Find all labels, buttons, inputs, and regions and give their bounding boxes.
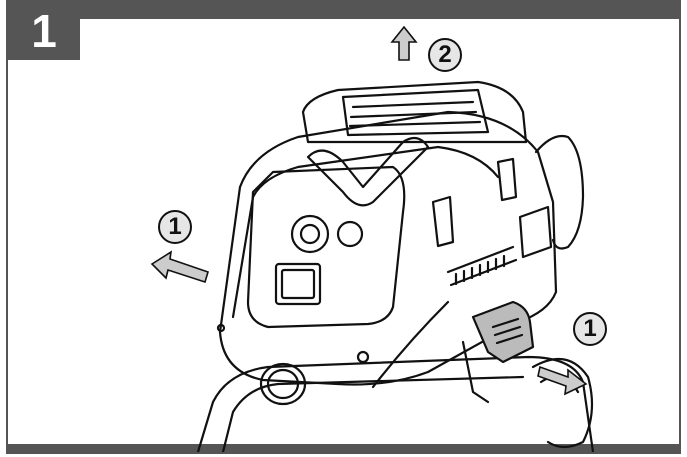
small-knob (338, 222, 362, 246)
side-handle (536, 136, 583, 248)
carry-handle (308, 138, 428, 205)
vacuum-illustration (8, 2, 679, 452)
rotary-knob (292, 216, 328, 252)
arrow-up-icon (392, 27, 416, 60)
tank-body (198, 357, 593, 452)
callout-1-left: 1 (158, 210, 192, 244)
side-grille (448, 247, 516, 285)
figure-frame: 1 (6, 0, 681, 454)
callout-1-right: 1 (573, 312, 607, 346)
arrow-left-icon (152, 252, 208, 282)
control-panel (248, 167, 404, 327)
callout-2-top: 2 (428, 38, 462, 72)
